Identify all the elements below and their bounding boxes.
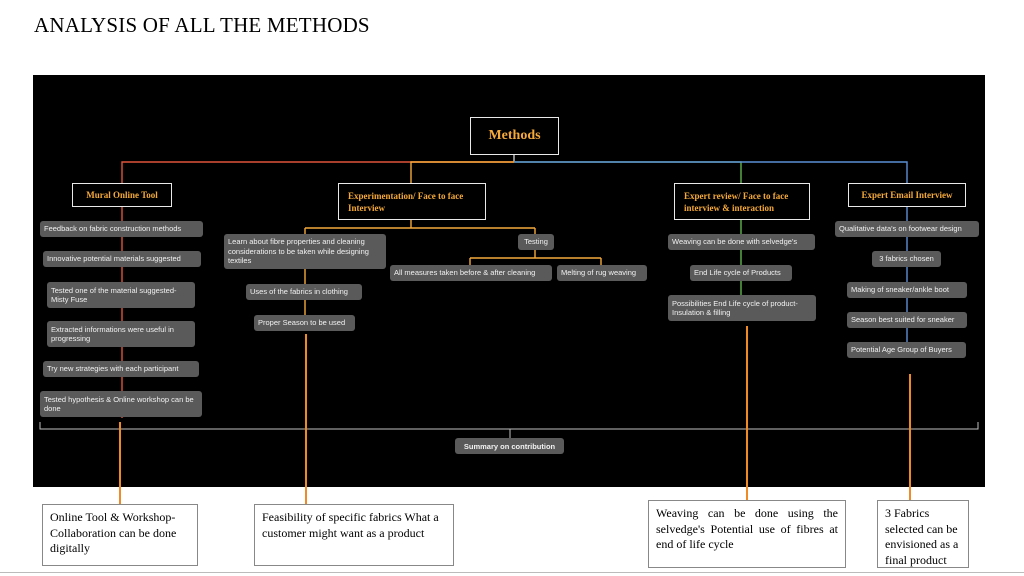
- page-title: ANALYSIS OF ALL THE METHODS: [34, 13, 370, 37]
- branch-expert-review[interactable]: Expert review/ Face to face interview & …: [674, 183, 810, 220]
- branch-mural-online-tool[interactable]: Mural Online Tool: [72, 183, 172, 207]
- bottom-divider: [0, 572, 1024, 573]
- testing-node[interactable]: Testing: [518, 234, 554, 250]
- note-box-4: 3 Fabrics selected can be envisioned as …: [877, 500, 969, 568]
- note-box-1: Online Tool & Workshop- Collaboration ca…: [42, 504, 198, 566]
- mural-item[interactable]: Innovative potential materials suggested: [43, 251, 201, 267]
- branch-expert-email[interactable]: Expert Email Interview: [848, 183, 966, 207]
- root-node-methods[interactable]: Methods: [470, 117, 559, 155]
- expert-email-item[interactable]: 3 fabrics chosen: [872, 251, 941, 267]
- expert-email-item[interactable]: Qualitative data's on footwear design: [835, 221, 979, 237]
- mural-item[interactable]: Extracted informations were useful in pr…: [47, 321, 195, 347]
- summary-node[interactable]: Summary on contribution: [455, 438, 564, 454]
- experimentation-item[interactable]: Uses of the fabrics in clothing: [246, 284, 362, 300]
- experimentation-item[interactable]: Learn about fibre properties and cleanin…: [224, 234, 386, 269]
- expert-review-item[interactable]: Possibilities End Life cycle of product-…: [668, 295, 816, 321]
- note-box-3: Weaving can be done using the selvedge's…: [648, 500, 846, 568]
- mural-item[interactable]: Tested hypothesis & Online workshop can …: [40, 391, 202, 417]
- note-box-2: Feasibility of specific fabrics What a c…: [254, 504, 454, 566]
- mural-item[interactable]: Try new strategies with each participant: [43, 361, 199, 377]
- expert-email-item[interactable]: Season best suited for sneaker: [847, 312, 967, 328]
- testing-item[interactable]: Melting of rug weaving: [557, 265, 647, 281]
- expert-email-item[interactable]: Potential Age Group of Buyers: [847, 342, 966, 358]
- expert-email-item[interactable]: Making of sneaker/ankle boot: [847, 282, 967, 298]
- branch-experimentation[interactable]: Experimentation/ Face to face Interview: [338, 183, 486, 220]
- mural-item[interactable]: Tested one of the material suggested- Mi…: [47, 282, 195, 308]
- testing-item[interactable]: All measures taken before & after cleani…: [390, 265, 552, 281]
- mural-item[interactable]: Feedback on fabric construction methods: [40, 221, 203, 237]
- expert-review-item[interactable]: End Life cycle of Products: [690, 265, 792, 281]
- experimentation-item[interactable]: Proper Season to be used: [254, 315, 355, 331]
- expert-review-item[interactable]: Weaving can be done with selvedge's: [668, 234, 815, 250]
